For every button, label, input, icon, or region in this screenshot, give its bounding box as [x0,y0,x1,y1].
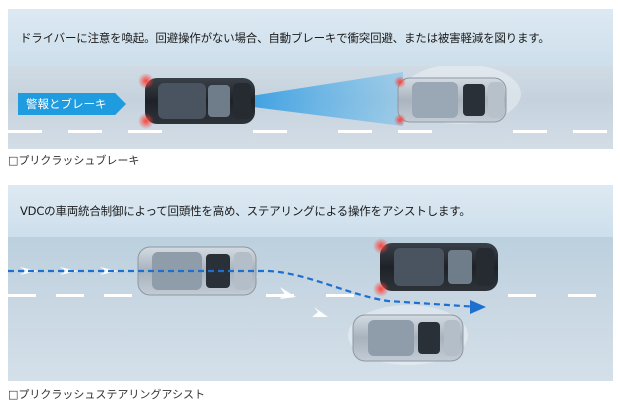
warning-brake-tag: 警報とブレーキ [18,93,126,115]
panel2-description-text: VDCの車両統合制御によって回頭性を高め、ステアリングによる操作をアシストします… [20,204,471,218]
stopped-car [394,66,521,126]
panel2-description: VDCの車両統合制御によって回頭性を高め、ステアリングによる操作をアシストします… [8,185,613,237]
obstacle-car [373,238,498,297]
panel-pre-crash-brake: ドライバーに注意を喚起。回避操作がない場合、自動ブレーキで衝突回避、または被害軽… [8,9,613,149]
panel1-scene [8,66,607,133]
panel2-road [8,237,613,381]
panel1-description-text: ドライバーに注意を喚起。回避操作がない場合、自動ブレーキで衝突回避、または被害軽… [20,30,550,45]
warning-brake-label: 警報とブレーキ [26,97,107,111]
avoiding-car-ghost [348,305,468,365]
lane-markings-2 [8,294,596,297]
panel-steering-assist: VDCの車両統合制御によって回頭性を高め、ステアリングによる操作をアシストします… [8,185,613,381]
panel2-caption: □プリクラッシュステアリングアシスト [8,388,205,401]
lane-markings [8,130,607,133]
steering-path-arrowhead [470,300,486,314]
panel1-description: ドライバーに注意を喚起。回避操作がない場合、自動ブレーキで衝突回避、または被害軽… [8,9,613,66]
own-car [138,73,255,129]
panel2-scene [8,238,596,365]
panel1-caption: □プリクラッシュブレーキ [8,154,140,167]
steering-path [8,269,479,309]
panel1-road: 警報とブレーキ [8,66,613,149]
radar-beam [213,72,403,126]
